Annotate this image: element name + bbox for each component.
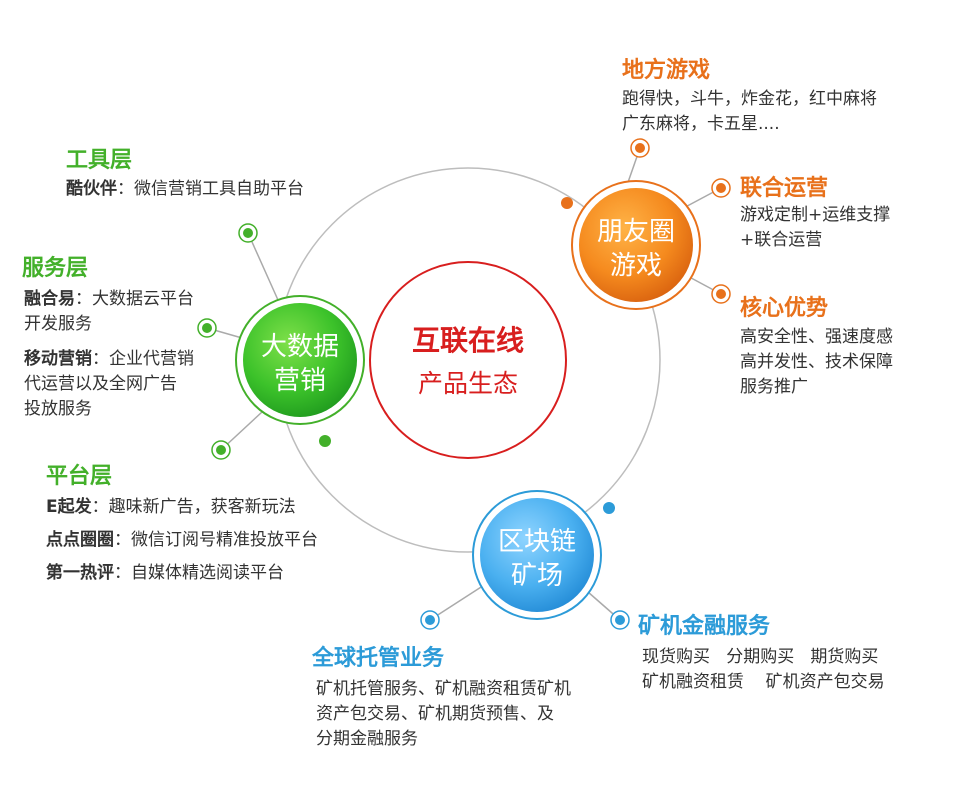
blockchain-node: 区块链 矿场 bbox=[472, 490, 602, 620]
ring-dot-orange bbox=[561, 197, 573, 209]
finance-title: 矿机金融服务 bbox=[638, 614, 771, 639]
platform-item2-label: 点点圈圈 bbox=[46, 530, 114, 550]
local-games-title: 地方游戏 bbox=[622, 58, 711, 83]
service-item2-label: 移动营销 bbox=[24, 349, 92, 369]
global-hosting-line3: 分期金融服务 bbox=[316, 729, 418, 749]
joint-ops-line1: 游戏定制+运维支撑 bbox=[740, 205, 891, 225]
bullet-dots bbox=[197, 138, 731, 630]
service-item2: 移动营销：企业代营销 bbox=[24, 346, 194, 372]
platform-title: 平台层 bbox=[46, 464, 113, 489]
platform-item3: 第一热评：自媒体精选阅读平台 bbox=[46, 560, 284, 586]
service-item1-text: ：大数据云平台 bbox=[75, 289, 194, 309]
global-hosting-line1: 矿机托管服务、矿机融资租赁矿机 bbox=[316, 679, 571, 699]
platform-item1-text: ：趣味新广告，获客新玩法 bbox=[91, 497, 296, 517]
tools-item-text: ：微信营销工具自助平台 bbox=[117, 179, 304, 199]
friends-node: 朋友圈 游戏 bbox=[571, 180, 701, 310]
center-circle bbox=[369, 261, 567, 459]
service-item2-line2: 代运营以及全网广告 bbox=[24, 374, 177, 394]
joint-ops-title: 联合运营 bbox=[740, 176, 829, 201]
bullet-orange-2 bbox=[711, 178, 731, 198]
bullet-green-1 bbox=[238, 223, 258, 243]
center-subtitle: 产品生态 bbox=[418, 369, 518, 398]
platform-item1: E起发：趣味新广告，获客新玩法 bbox=[46, 494, 296, 520]
platform-item2-text: ：微信订阅号精准投放平台 bbox=[114, 530, 318, 550]
local-games-line1: 跑得快，斗牛，炸金花，红中麻将 bbox=[622, 89, 877, 109]
platform-item3-label: 第一热评 bbox=[46, 563, 114, 583]
platform-item2: 点点圈圈：微信订阅号精准投放平台 bbox=[46, 527, 318, 553]
ring-dot-green bbox=[319, 435, 331, 447]
core-adv-line1: 高安全性、强速度感 bbox=[740, 327, 893, 347]
center-logo: 互联在线 bbox=[412, 324, 524, 357]
bullet-blue-2 bbox=[610, 610, 630, 630]
tools-title: 工具层 bbox=[66, 148, 133, 173]
platform-item3-text: ：自媒体精选阅读平台 bbox=[114, 563, 284, 583]
finance-line2: 矿机融资租赁 矿机资产包交易 bbox=[642, 672, 885, 692]
platform-item1-label: E起发 bbox=[46, 497, 92, 517]
core-adv-line3: 服务推广 bbox=[740, 377, 808, 397]
bigdata-node: 大数据 营销 bbox=[235, 295, 365, 425]
friends-node-line1: 朋友圈 bbox=[597, 217, 675, 247]
global-hosting-line2: 资产包交易、矿机期货预售、及 bbox=[316, 704, 554, 724]
finance-line1: 现货购买 分期购买 期货购买 bbox=[642, 647, 879, 667]
local-games-line2: 广东麻将，卡五星.... bbox=[622, 114, 780, 134]
service-title: 服务层 bbox=[22, 256, 89, 281]
joint-ops-line2: +联合运营 bbox=[740, 230, 823, 250]
service-item1: 融合易：大数据云平台 bbox=[24, 286, 194, 312]
bullet-green-2 bbox=[197, 318, 217, 338]
tools-item: 酷伙伴：微信营销工具自助平台 bbox=[66, 176, 304, 202]
service-item1-line2: 开发服务 bbox=[24, 314, 92, 334]
ring-dot-blue bbox=[603, 502, 615, 514]
core-adv-title: 核心优势 bbox=[740, 296, 829, 321]
global-hosting-title: 全球托管业务 bbox=[312, 646, 445, 671]
bullet-orange-3 bbox=[711, 284, 731, 304]
blockchain-node-line2: 矿场 bbox=[511, 561, 563, 591]
service-item1-label: 融合易 bbox=[24, 289, 75, 309]
bullet-blue-1 bbox=[420, 610, 440, 630]
blockchain-node-line1: 区块链 bbox=[498, 527, 576, 557]
core-adv-line2: 高并发性、技术保障 bbox=[740, 352, 893, 372]
bullet-orange-1 bbox=[630, 138, 650, 158]
bullet-green-3 bbox=[211, 440, 231, 460]
service-item2-text: ：企业代营销 bbox=[92, 349, 194, 369]
bigdata-node-line2: 营销 bbox=[274, 366, 326, 396]
service-item2-line3: 投放服务 bbox=[24, 399, 92, 419]
bigdata-node-line1: 大数据 bbox=[261, 332, 339, 362]
friends-node-line2: 游戏 bbox=[610, 251, 662, 281]
tools-item-label: 酷伙伴 bbox=[66, 179, 117, 199]
